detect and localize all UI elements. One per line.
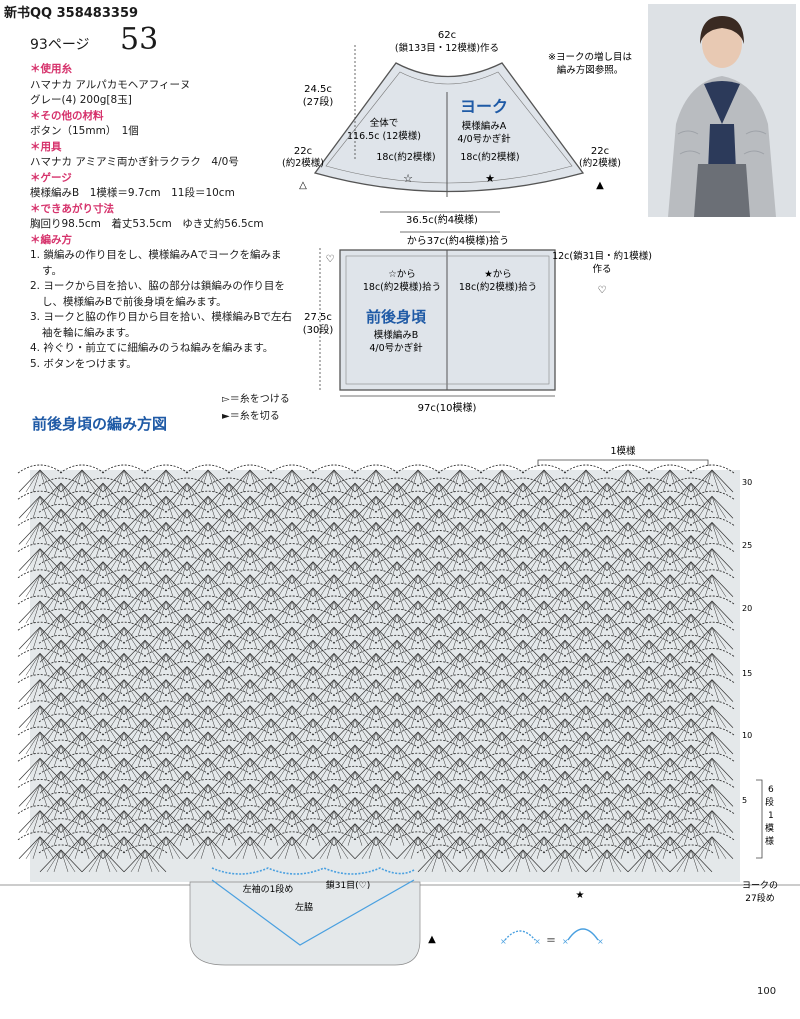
yoke-top-chain: (鎖133目・12模様)作る: [395, 42, 499, 54]
row-label-20: 20: [742, 604, 752, 613]
row-label-15: 15: [742, 669, 752, 678]
legend-attach: ▻＝糸をつける: [222, 394, 290, 405]
method-step-1: 1. 鎖編みの作り目をし、模様編みAでヨークを編みます。: [30, 249, 282, 277]
yoke-pattern: 模様編みA: [462, 120, 507, 132]
method-heading: ＊編み方: [30, 233, 72, 246]
materials-spec: ＊使用糸 ハマナカ アルパカモヘアフィーヌ グレー(4) 200g[8玉] ＊そ…: [30, 62, 300, 372]
attach-arrow-icon: ▻: [222, 394, 230, 405]
tools-line: ハマナカ アミアミ両かぎ針ラクラク 4/0号: [30, 156, 239, 168]
page-reference: 93ページ: [30, 37, 90, 53]
stitch-x-3: ×: [562, 937, 569, 946]
model-photo: [648, 4, 796, 217]
yoke-total-1: 全体で: [370, 117, 399, 129]
method-step-4: 4. 衿ぐり・前立てに細編みのうね編みを編みます。: [30, 342, 274, 354]
yoke-name: ヨーク: [460, 97, 508, 116]
body-white-star-1: ☆から: [388, 269, 416, 280]
heart-icon: ♡: [598, 285, 607, 296]
page-footer-number: 100: [757, 986, 777, 997]
yoke-edge-right: 22c: [591, 146, 609, 157]
tools-heading: ＊用具: [30, 140, 62, 153]
start-row-1: ヨークの: [742, 880, 778, 891]
cut-mark-icon: ▲: [596, 180, 604, 191]
six-rows-4: 模: [765, 823, 774, 834]
body-chain-2: 作る: [592, 263, 611, 275]
row-label-25: 25: [742, 541, 752, 550]
yoke-top-width: 62c: [438, 30, 456, 41]
body-hook: 4/0号かぎ針: [369, 342, 423, 354]
chart-black-star-icon: ★: [576, 890, 585, 901]
yoke-hook: 4/0号かぎ針: [457, 133, 511, 145]
size-heading: ＊できあがり寸法: [30, 202, 114, 215]
stitch-x-4: ×: [597, 937, 604, 946]
method-step-2: 2. ヨークから目を拾い、脇の部分は鎖編みの作り目をし、模様編みBで前後身頃を編…: [30, 280, 285, 308]
body-height: 27.5c: [304, 312, 332, 323]
size-line: 胸回り98.5cm 着丈53.5cm ゆき丈約56.5cm: [30, 218, 264, 230]
start-row-2: 27段め: [745, 892, 774, 904]
gauge-heading: ＊ゲージ: [30, 171, 72, 184]
sleeve-area: [189, 881, 421, 966]
body-chain-1: 12c(鎖31目・約1模様): [552, 250, 652, 262]
repeat-label: 1模様: [610, 445, 636, 457]
sleeve-row-label: 左袖の1段め: [243, 883, 294, 895]
body-black-star-1: ★から: [484, 269, 512, 280]
yoke-bottom: 36.5c(約4模様): [406, 213, 478, 226]
yoke-edge-left: 22c: [294, 146, 312, 157]
yoke-height: 24.5c: [304, 84, 332, 95]
body-white-star-2: 18c(約2模様)拾う: [363, 281, 441, 293]
body-height-rows: (30段): [303, 323, 334, 336]
stitch-x-2: ×: [534, 937, 541, 946]
method-step-3: 3. ヨークと脇の作り目から目を拾い、模様編みBで左右袖を輪に編みます。: [30, 311, 293, 339]
yarn-heading: ＊使用糸: [30, 63, 72, 75]
body-black-star-2: 18c(約2模様)拾う: [459, 281, 537, 293]
yoke-total-2: 116.5c (12模様): [347, 130, 421, 142]
yoke-side-right: 18c(約2模様): [460, 151, 519, 163]
schematic-diagram: 62c (鎖133目・12模様)作る 24.5c (27段) 全体で 116.5…: [282, 30, 652, 414]
row-label-10: 10: [742, 731, 752, 740]
crochet-chart: 1模様 30 25 20 15 10 5 6 段 1 模 様 ヨークの 27段め…: [0, 445, 800, 966]
other-materials-line: ボタン（15mm） 1個: [30, 125, 139, 137]
equals-sign: ＝: [546, 936, 556, 947]
legend: ▻＝糸をつける ►＝糸を切る: [222, 391, 290, 425]
row-label-30: 30: [742, 478, 752, 487]
yoke-edge-left-sub: (約2模様): [282, 157, 324, 169]
gauge-line: 模様編みB 1模様＝9.7cm 11段＝10cm: [30, 187, 235, 199]
qq-banner: 新书QQ 358483359: [4, 6, 139, 21]
heart-left-icon: ♡: [326, 254, 335, 265]
yarn-line-2: グレー(4) 200g[8玉]: [30, 94, 132, 106]
stitch-x-1: ×: [500, 937, 507, 946]
attach-mark-icon: △: [299, 180, 307, 191]
side-label: 左脇: [295, 901, 313, 913]
six-rows-5: 様: [765, 835, 774, 847]
six-rows-2: 段: [765, 796, 774, 808]
row-label-5: 5: [742, 796, 747, 805]
yarn-line-1: ハマナカ アルパカモヘアフィーヌ: [30, 78, 191, 91]
body-pickup: から37c(約4模様)拾う: [407, 234, 509, 247]
body-width: 97c(10模様): [418, 401, 477, 414]
pattern-number: 53: [120, 22, 159, 57]
chart-title: 前後身頃の編み方図: [32, 415, 168, 433]
legend-cut: ►＝糸を切る: [222, 411, 280, 422]
method-step-5: 5. ボタンをつけます。: [30, 357, 137, 370]
yoke-note-1: ※ヨークの増し目は: [548, 51, 632, 63]
body-pattern: 模様編みB: [374, 329, 419, 341]
yoke-side-left: 18c(約2模様): [376, 151, 435, 163]
yoke-note-2: 編み方図参照。: [557, 64, 624, 76]
black-star-icon: ★: [485, 172, 495, 185]
yoke-height-rows: (27段): [303, 95, 334, 108]
six-rows-1: 6: [768, 785, 774, 795]
six-rows-3: 1: [768, 811, 774, 821]
body-name: 前後身頃: [366, 308, 427, 326]
yoke-edge-right-sub: (約2模様): [579, 157, 621, 169]
cut-arrow-icon: ►: [222, 411, 230, 422]
white-star-icon: ☆: [403, 172, 413, 185]
other-materials-heading: ＊その他の材料: [30, 109, 104, 122]
chain31-label: 鎖31目(♡): [326, 879, 371, 891]
chart-cut-mark-icon: ▲: [428, 934, 436, 945]
